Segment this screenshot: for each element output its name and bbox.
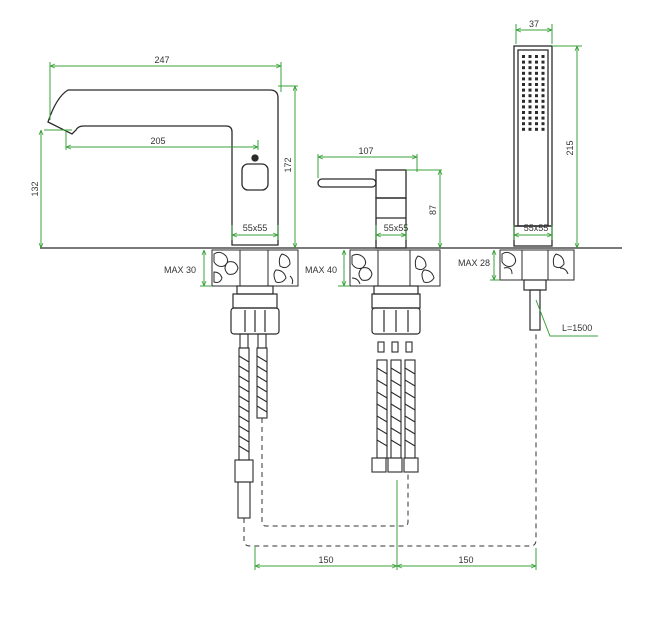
nozzle-dot bbox=[528, 99, 532, 103]
dim-handshower-width: 37 bbox=[529, 19, 539, 29]
nozzle-dot bbox=[535, 88, 538, 92]
nozzle-dot bbox=[522, 60, 525, 64]
nozzle-dot bbox=[535, 127, 538, 131]
dim-spacing-right: 150 bbox=[458, 555, 473, 565]
nozzle-dot bbox=[535, 111, 538, 114]
mixer-hoses bbox=[371, 341, 419, 473]
nozzle-dot bbox=[522, 116, 525, 120]
nozzle-dot bbox=[522, 66, 525, 70]
dim-mixer-height: 87 bbox=[428, 205, 438, 215]
nozzle-dot bbox=[528, 116, 532, 120]
dim-mixer-max-deck: MAX 40 bbox=[305, 265, 337, 275]
nozzle-dot bbox=[528, 94, 532, 98]
mixer-connector bbox=[371, 285, 421, 335]
nozzle-dot bbox=[522, 88, 525, 92]
handshower-connector bbox=[523, 279, 547, 331]
nozzle-dot bbox=[522, 55, 525, 58]
nozzle-dot bbox=[541, 94, 545, 98]
nozzle-dot bbox=[535, 66, 538, 70]
dim-mixer-handle: 107 bbox=[358, 146, 373, 156]
nozzle-dot bbox=[541, 127, 545, 131]
hose-routing bbox=[243, 330, 537, 547]
nozzle-dot bbox=[528, 71, 532, 75]
nozzle-dot bbox=[522, 77, 525, 81]
nozzle-dot bbox=[528, 122, 532, 126]
nozzle-dot bbox=[528, 127, 532, 131]
nozzle-dot bbox=[535, 83, 538, 86]
nozzle-dot bbox=[522, 122, 525, 126]
handshower bbox=[513, 45, 553, 247]
dim-spacing-left: 150 bbox=[318, 555, 333, 565]
nozzle-dot bbox=[535, 105, 538, 109]
spout bbox=[47, 89, 279, 246]
nozzle-dot bbox=[535, 71, 538, 75]
dim-handshower-height: 215 bbox=[565, 140, 575, 155]
deck-stone-handshower bbox=[499, 249, 575, 281]
dim-handshower-max-deck: MAX 28 bbox=[458, 258, 490, 268]
dim-spout-width: 247 bbox=[154, 55, 169, 65]
nozzle-dot bbox=[535, 122, 538, 126]
nozzle-dot bbox=[541, 116, 545, 120]
spout-hoses bbox=[234, 333, 268, 519]
dimension-lines bbox=[41, 24, 598, 570]
nozzle-dot bbox=[522, 83, 525, 86]
nozzle-dot bbox=[528, 77, 532, 81]
nozzle-dot bbox=[528, 60, 532, 64]
deck-stone-mixer bbox=[349, 249, 441, 287]
handshower-nozzles bbox=[522, 55, 545, 131]
nozzle-dot bbox=[535, 94, 538, 98]
dim-spout-height: 132 bbox=[30, 181, 40, 196]
sensor-window bbox=[241, 163, 269, 191]
dim-spout-max-deck: MAX 30 bbox=[164, 265, 196, 275]
nozzle-dot bbox=[541, 111, 545, 114]
nozzle-dot bbox=[522, 105, 525, 109]
nozzle-dot bbox=[522, 111, 525, 114]
nozzle-dot bbox=[535, 55, 538, 58]
nozzle-dot bbox=[541, 99, 545, 103]
nozzle-dot bbox=[541, 66, 545, 70]
nozzle-dot bbox=[522, 94, 525, 98]
nozzle-dot bbox=[541, 77, 545, 81]
spout-connector bbox=[230, 285, 280, 335]
nozzle-dot bbox=[522, 127, 525, 131]
nozzle-dot bbox=[541, 55, 545, 58]
nozzle-dot bbox=[528, 105, 532, 109]
nozzle-dot bbox=[541, 83, 545, 86]
nozzle-dot bbox=[528, 55, 532, 58]
dim-spout-total-height: 172 bbox=[283, 157, 293, 172]
nozzle-dot bbox=[535, 99, 538, 103]
dim-spout-base: 55x55 bbox=[243, 223, 268, 233]
nozzle-dot bbox=[541, 60, 545, 64]
nozzle-dot bbox=[522, 99, 525, 103]
nozzle-dot bbox=[535, 116, 538, 120]
dim-hose-length: L=1500 bbox=[562, 323, 592, 333]
nozzle-dot bbox=[541, 71, 545, 75]
nozzle-dot bbox=[535, 77, 538, 81]
nozzle-dot bbox=[535, 60, 538, 64]
nozzle-dot bbox=[528, 66, 532, 70]
nozzle-dot bbox=[528, 111, 532, 114]
dim-mixer-base: 55x55 bbox=[384, 223, 409, 233]
nozzle-dot bbox=[541, 122, 545, 126]
mixer bbox=[317, 169, 407, 249]
dim-spout-reach: 205 bbox=[150, 136, 165, 146]
nozzle-dot bbox=[541, 105, 545, 109]
deck-stone-spout bbox=[211, 249, 299, 287]
nozzle-dot bbox=[528, 88, 532, 92]
nozzle-dot bbox=[522, 71, 525, 75]
nozzle-dot bbox=[528, 83, 532, 86]
dim-handshower-base: 55x55 bbox=[524, 223, 549, 233]
nozzle-dot bbox=[541, 88, 545, 92]
